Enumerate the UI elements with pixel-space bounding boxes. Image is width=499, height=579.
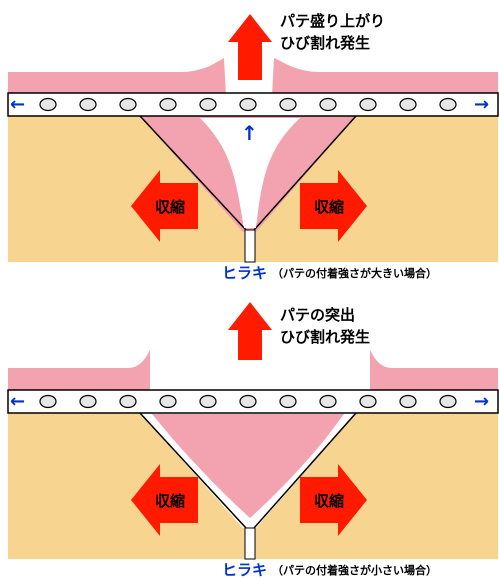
putty-fill-bottom	[152, 414, 344, 518]
board-gap-bottom	[244, 527, 256, 560]
tape-bead	[359, 394, 377, 409]
rise-arrow-top	[228, 14, 272, 80]
bottom-keyword-top: ヒラキ	[222, 264, 267, 282]
tape-bead	[39, 97, 57, 112]
tape-bead	[79, 394, 97, 409]
board-gap-top	[244, 229, 256, 263]
caption-line1-bottom: パテの突出	[280, 306, 355, 324]
tape-arrow-left-bottom: ←	[10, 391, 25, 412]
tape-bead	[439, 394, 457, 409]
shrink-label-left-bottom: 収縮	[155, 492, 185, 510]
tape-bead	[279, 97, 297, 112]
v-groove-outline-bottom	[139, 412, 357, 529]
tape-arrow-right-bottom: →	[474, 391, 489, 412]
tape-beads-bottom	[39, 394, 457, 409]
shrink-label-right-bottom: 収縮	[314, 492, 344, 510]
shrink-label-left-top: 収縮	[155, 198, 185, 216]
shrink-arrow-right-top	[300, 170, 367, 242]
putty-mound-top	[8, 58, 498, 96]
bottom-keyword-bottom: ヒラキ	[222, 561, 267, 579]
tape-beads-top	[39, 97, 457, 112]
tape-bead	[159, 394, 177, 409]
tape-bead	[79, 97, 97, 112]
tape-bead	[199, 97, 217, 112]
putty-protrusion-bottom	[8, 350, 498, 392]
tape-bead	[119, 97, 137, 112]
putty-crack-top	[200, 118, 300, 228]
bottom-note-top: （パテの付着強さが大きい場合）	[272, 266, 437, 280]
tape-bead	[359, 97, 377, 112]
tape-bead	[159, 97, 177, 112]
tape-bead	[239, 97, 257, 112]
caption-line1-top: パテ盛り上がり	[280, 12, 385, 30]
panel-top	[7, 14, 499, 263]
caption-line2-top: ひび割れ発生	[280, 34, 370, 52]
shrink-label-right-top: 収縮	[314, 198, 344, 216]
bottom-note-bottom: （パテの付着強さが小さい場合）	[272, 563, 437, 577]
panel-bottom	[7, 302, 499, 560]
tape-bead	[319, 394, 337, 409]
tape-bead	[279, 394, 297, 409]
shrink-arrow-right-bottom	[300, 464, 367, 536]
tape-bead	[319, 97, 337, 112]
tape-bead	[439, 97, 457, 112]
shrink-arrow-left-bottom	[131, 464, 198, 536]
tape-bead	[239, 394, 257, 409]
v-groove-outline-top	[139, 115, 357, 231]
tape-bead	[119, 394, 137, 409]
shrink-arrow-left-top	[131, 170, 198, 242]
tape-bead	[399, 394, 417, 409]
tape-bead	[199, 394, 217, 409]
rise-arrow-bottom	[228, 302, 272, 360]
tape-bead	[39, 394, 57, 409]
caption-line2-bottom: ひび割れ発生	[280, 328, 370, 346]
tape-bead	[399, 97, 417, 112]
tape-arrow-right-top: →	[474, 94, 489, 115]
putty-up-arrow-top: ↑	[241, 121, 258, 145]
tape-arrow-left-top: ←	[10, 94, 25, 115]
